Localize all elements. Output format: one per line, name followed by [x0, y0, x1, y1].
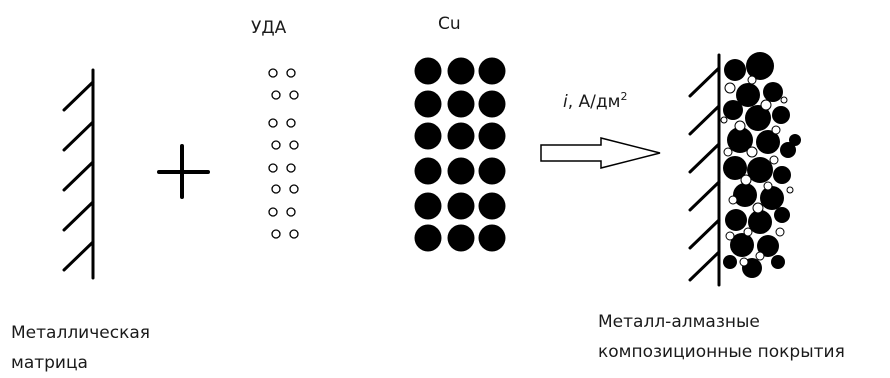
copper-grain — [723, 255, 737, 269]
diamond-inclusion — [740, 174, 752, 186]
copper-grain — [727, 127, 753, 153]
coating-wall — [688, 53, 721, 287]
diamond-particle — [271, 140, 281, 150]
matrix-caption: Металлическая матрица — [11, 318, 150, 378]
copper-grain — [746, 52, 774, 80]
diamond-inclusion — [728, 195, 738, 205]
copper-particle — [478, 90, 506, 118]
copper-grain — [789, 134, 801, 146]
diamond-particle — [289, 184, 299, 194]
coating-caption-line2: композиционные покрытия — [598, 342, 845, 362]
diamond-particle — [286, 68, 296, 78]
copper-grain — [723, 100, 743, 120]
diamond-particle — [289, 90, 299, 100]
diamond-inclusion — [747, 75, 757, 85]
current-units: , А/дм — [567, 92, 621, 112]
copper-particle — [478, 122, 506, 150]
diamond-particle — [271, 229, 281, 239]
copper-particle — [447, 90, 475, 118]
diamond-particle — [268, 118, 278, 128]
copper-grain — [772, 106, 790, 124]
current-symbol: i — [563, 92, 568, 112]
copper-grain — [730, 233, 754, 257]
copper-particle — [414, 57, 442, 85]
copper-grain — [724, 59, 746, 81]
copper-particle — [447, 157, 475, 185]
diamond-inclusion — [769, 155, 779, 165]
copper-grain — [780, 142, 796, 158]
copper-particle — [414, 224, 442, 252]
diamond-inclusion — [739, 257, 749, 267]
diamond-particle — [289, 229, 299, 239]
metal-matrix-wall — [62, 68, 95, 280]
matrix-caption-line1: Металлическая — [11, 323, 150, 343]
copper-particle — [478, 192, 506, 220]
copper-particle — [414, 157, 442, 185]
copper-particle — [447, 57, 475, 85]
diamond-inclusion — [746, 146, 758, 158]
copper-particle — [478, 157, 506, 185]
copper-particle — [447, 192, 475, 220]
copper-particle — [414, 90, 442, 118]
copper-particle — [414, 192, 442, 220]
process-arrow — [540, 137, 661, 169]
diamond-inclusion — [780, 96, 788, 104]
copper-grain — [763, 82, 783, 102]
diamond-inclusion — [725, 231, 735, 241]
diamond-inclusion — [760, 99, 772, 111]
copper-grain — [774, 207, 790, 223]
copper-particle — [447, 224, 475, 252]
diamond-inclusion — [763, 181, 773, 191]
diamond-particle — [286, 118, 296, 128]
diamond-particle — [286, 163, 296, 173]
copper-grain — [748, 210, 772, 234]
diamond-particle — [268, 163, 278, 173]
plus-icon — [157, 144, 210, 199]
diamond-particle — [271, 90, 281, 100]
copper-particle — [447, 122, 475, 150]
diamond-inclusion — [720, 116, 728, 124]
diamond-inclusion — [771, 125, 781, 135]
uda-label: УДА — [251, 18, 287, 38]
diamond-inclusion — [786, 186, 794, 194]
diamond-inclusion — [734, 120, 746, 132]
copper-particle — [478, 57, 506, 85]
copper-grain — [757, 235, 779, 257]
current-exponent: 2 — [620, 90, 628, 103]
diamond-particle — [286, 207, 296, 217]
copper-grain — [723, 156, 747, 180]
current-density-label: i, А/дм2 — [563, 86, 627, 113]
coating-caption-line1: Металл-алмазные — [598, 312, 760, 332]
cu-label: Cu — [438, 14, 461, 34]
copper-grain — [773, 166, 791, 184]
diamond-inclusion — [723, 147, 733, 157]
copper-particle — [478, 224, 506, 252]
composite-coating-layer — [720, 52, 801, 278]
diamond-inclusion — [755, 251, 765, 261]
copper-grain — [747, 157, 773, 183]
copper-grain — [771, 255, 785, 269]
copper-grain — [733, 183, 757, 207]
copper-grain — [745, 105, 771, 131]
coating-caption: Металл-алмазные композиционные покрытия — [598, 307, 845, 367]
copper-grain — [736, 83, 760, 107]
matrix-caption-line2: матрица — [11, 353, 88, 373]
copper-grain — [760, 186, 784, 210]
diamond-particles — [268, 68, 299, 239]
copper-particle — [414, 122, 442, 150]
diamond-inclusion — [752, 202, 764, 214]
diamond-inclusion — [775, 227, 785, 237]
diamond-inclusion — [743, 227, 753, 237]
diamond-inclusion — [724, 82, 736, 94]
copper-grain — [756, 130, 780, 154]
diamond-particle — [289, 140, 299, 150]
diamond-particle — [271, 184, 281, 194]
copper-particles — [414, 57, 506, 252]
copper-grain — [725, 209, 747, 231]
diamond-particle — [268, 207, 278, 217]
diamond-particle — [268, 68, 278, 78]
